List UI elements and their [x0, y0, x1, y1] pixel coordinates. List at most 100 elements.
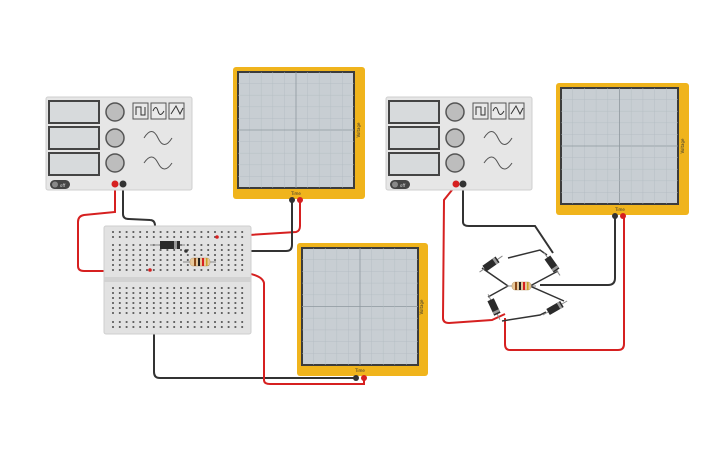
- breadboard-hole: [146, 249, 148, 251]
- offset-knob[interactable]: [105, 153, 125, 173]
- wire-black-gen1-diode[interactable]: [122, 185, 156, 241]
- breadboard-hole: [173, 254, 176, 256]
- breadboard-hole: [186, 287, 189, 289]
- breadboard-hole: [146, 307, 148, 309]
- breadboard-hole: [173, 297, 176, 299]
- breadboard-hole: [227, 326, 230, 328]
- breadboard-hole: [173, 287, 176, 289]
- breadboard-hole: [139, 312, 142, 314]
- breadboard-hole: [220, 254, 223, 256]
- amplitude-knob[interactable]: [105, 128, 125, 148]
- breadboard-hole: [200, 254, 203, 256]
- breadboard-hole: [241, 254, 244, 256]
- breadboard-hole: [220, 236, 223, 238]
- amplitude-knob[interactable]: [445, 128, 465, 148]
- oscilloscope-1[interactable]: Voltage Time: [233, 67, 365, 203]
- function-generator-1[interactable]: off: [45, 96, 193, 191]
- breadboard-hole: [214, 302, 216, 304]
- breadboard-hole: [152, 321, 155, 323]
- breadboard-hole: [146, 302, 148, 304]
- breadboard-hole: [207, 254, 210, 256]
- scope-negative-terminal[interactable]: [289, 197, 295, 203]
- positive-terminal[interactable]: [111, 180, 119, 188]
- wire-black-bb-scope1[interactable]: [186, 200, 293, 252]
- diode-bridge-top-right[interactable]: [541, 251, 563, 278]
- power-switch-label: off: [400, 183, 405, 188]
- wire-red-bb-scope1[interactable]: [216, 200, 301, 238]
- scope-positive-terminal[interactable]: [297, 197, 303, 203]
- breadboard-hole: [186, 249, 189, 251]
- breadboard-hole: [173, 231, 176, 233]
- breadboard-hole: [166, 321, 169, 323]
- frequency-knob[interactable]: [105, 102, 125, 122]
- breadboard-hole: [241, 236, 244, 238]
- breadboard-hole: [241, 264, 244, 266]
- breadboard-hole: [186, 292, 189, 294]
- bridge-rectifier[interactable]: [478, 251, 569, 322]
- breadboard-hole: [159, 249, 162, 251]
- breadboard-hole: [146, 292, 148, 294]
- breadboard-hole: [152, 264, 155, 266]
- breadboard-hole: [112, 292, 114, 294]
- negative-terminal[interactable]: [459, 180, 467, 188]
- breadboard[interactable]: [103, 225, 252, 335]
- triangle-wave-button[interactable]: [508, 102, 525, 120]
- breadboard-hole: [207, 287, 210, 289]
- breadboard-hole: [132, 269, 135, 271]
- breadboard-hole: [112, 264, 114, 266]
- breadboard-hole: [132, 244, 135, 246]
- breadboard-hole: [139, 287, 142, 289]
- breadboard-hole: [193, 307, 196, 309]
- breadboard-hole: [227, 264, 230, 266]
- triangle-wave-button[interactable]: [168, 102, 185, 120]
- breadboard-hole: [132, 302, 135, 304]
- wire-red-gen2-bridge[interactable]: [441, 184, 506, 325]
- wire-red-gen1-breadboard[interactable]: [77, 185, 150, 272]
- breadboard-hole: [112, 312, 114, 314]
- frequency-display: [48, 100, 100, 124]
- resistor-1[interactable]: [183, 257, 216, 267]
- breadboard-hole: [180, 236, 182, 238]
- breadboard-hole: [200, 302, 203, 304]
- breadboard-hole: [214, 297, 216, 299]
- function-generator-2[interactable]: off: [385, 96, 533, 191]
- negative-terminal[interactable]: [119, 180, 127, 188]
- breadboard-hole: [173, 326, 176, 328]
- wire-red-scope2-bridge[interactable]: [504, 216, 625, 351]
- oscilloscope-2[interactable]: Voltage Time: [556, 83, 689, 219]
- breadboard-hole: [146, 312, 148, 314]
- scope-positive-terminal[interactable]: [361, 375, 367, 381]
- scope-negative-terminal[interactable]: [353, 375, 359, 381]
- offset-knob[interactable]: [445, 153, 465, 173]
- diode-bridge-bottom-left[interactable]: [485, 293, 503, 321]
- scope-negative-terminal[interactable]: [612, 213, 618, 219]
- diode-bridge-bottom-right[interactable]: [541, 298, 569, 318]
- breadboard-hole: [112, 287, 114, 289]
- breadboard-hole: [207, 292, 210, 294]
- breadboard-hole: [207, 244, 210, 246]
- breadboard-hole: [234, 297, 237, 299]
- resistor-band: [523, 282, 525, 290]
- breadboard-hole: [214, 259, 216, 261]
- oscilloscope-3[interactable]: Voltage Time: [297, 243, 428, 381]
- wire-end: [148, 268, 152, 272]
- positive-terminal[interactable]: [452, 180, 460, 188]
- wire-black-scope2-bridge[interactable]: [540, 216, 616, 286]
- breadboard-hole: [139, 249, 142, 251]
- diode-1[interactable]: [150, 241, 185, 249]
- breadboard-hole: [118, 326, 121, 328]
- resistor-band: [198, 258, 200, 266]
- resistor-2[interactable]: [506, 281, 536, 291]
- breadboard-hole: [227, 287, 230, 289]
- breadboard-hole: [112, 244, 114, 246]
- frequency-knob[interactable]: [445, 102, 465, 122]
- wire-black-bb-scope3[interactable]: [153, 247, 356, 379]
- breadboard-hole: [193, 312, 196, 314]
- breadboard-hole: [207, 326, 210, 328]
- scope-positive-terminal[interactable]: [620, 213, 626, 219]
- breadboard-hole: [200, 244, 203, 246]
- wire-black-gen2-bridge[interactable]: [462, 185, 554, 254]
- breadboard-hole: [139, 244, 142, 246]
- diode-bridge-top-left[interactable]: [478, 253, 505, 275]
